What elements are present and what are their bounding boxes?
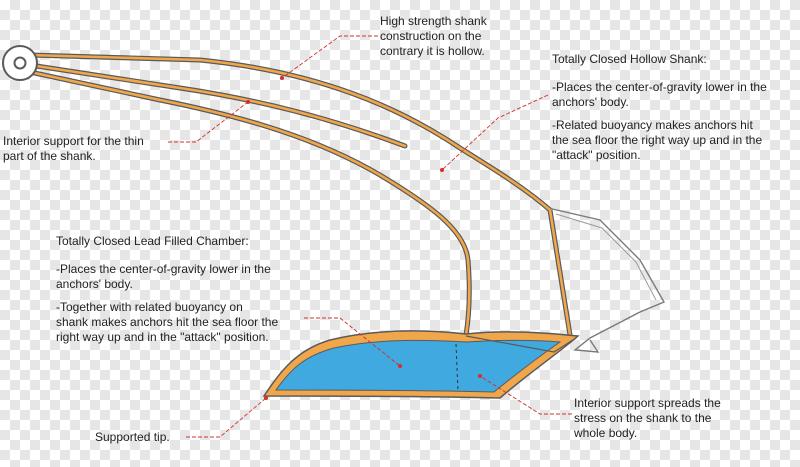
label-line: High strength shank [380, 14, 487, 28]
label-interior-support-spread: Interior support spreads the stress on t… [574, 396, 750, 441]
label-line: stress on the shank to the [574, 411, 712, 425]
leader-dots [246, 76, 482, 400]
label-line: -Places the center-of-gravity lower in t… [552, 80, 767, 94]
label-line: shank makes anchors hit the sea floor th… [56, 315, 279, 329]
leader-lead-chamber [304, 317, 401, 367]
shank-rear-strut-orange [548, 209, 572, 336]
leader-interior-support-spread [479, 375, 572, 415]
label-line: part of the shank. [3, 149, 96, 163]
label-hollow-shank: Totally Closed Hollow Shank: -Places the… [552, 52, 788, 163]
label-line: construction on the [380, 29, 482, 43]
label-supported-tip: Supported tip. [95, 430, 195, 445]
shank-inner-support-orange [28, 63, 407, 148]
label-line: -Together with related buoyancy on [56, 300, 243, 314]
leader-hollow-shank [441, 94, 549, 171]
fluke-edge-inner [555, 213, 657, 301]
lead-chamber-fill [275, 339, 562, 393]
label-interior-support-thin: Interior support for the thin part of th… [3, 134, 173, 164]
label-line: Interior support spreads the [574, 396, 721, 410]
label-high-strength-shank: High strength shank construction on the … [380, 14, 520, 59]
label-lead-chamber: Totally Closed Lead Filled Chamber: -Pla… [56, 234, 288, 345]
label-title: Totally Closed Lead Filled Chamber: [56, 234, 249, 248]
label-line: -Related buoyancy makes anchors hit [552, 118, 753, 132]
leader-high-strength [281, 35, 378, 79]
label-line: anchors' body. [552, 95, 629, 109]
interior-support-dashed [455, 343, 459, 393]
shackle-ring-inner [13, 56, 27, 70]
label-line: contrary it is hollow. [380, 44, 485, 58]
shank-lower-orange [29, 70, 471, 336]
label-line: whole body. [574, 426, 638, 440]
label-line: right way up and in the "attack" positio… [56, 330, 269, 344]
leader-supported-tip [186, 397, 267, 438]
shank-upper-orange [29, 53, 551, 211]
label-title: Totally Closed Hollow Shank: [552, 52, 707, 66]
label-line: anchors' body. [56, 277, 133, 291]
leader-lines [168, 35, 572, 438]
label-line: -Places the center-of-gravity lower in t… [56, 262, 271, 276]
interior-support-diagonal [465, 335, 577, 353]
label-line: "attack" position. [552, 148, 641, 162]
label-line: Interior support for the thin [3, 134, 144, 148]
fluke-edge [547, 207, 666, 353]
leader-interior-support-thin [168, 101, 249, 143]
label-line: the sea floor the right way up and in th… [552, 133, 763, 147]
label-line: Supported tip. [95, 430, 170, 444]
